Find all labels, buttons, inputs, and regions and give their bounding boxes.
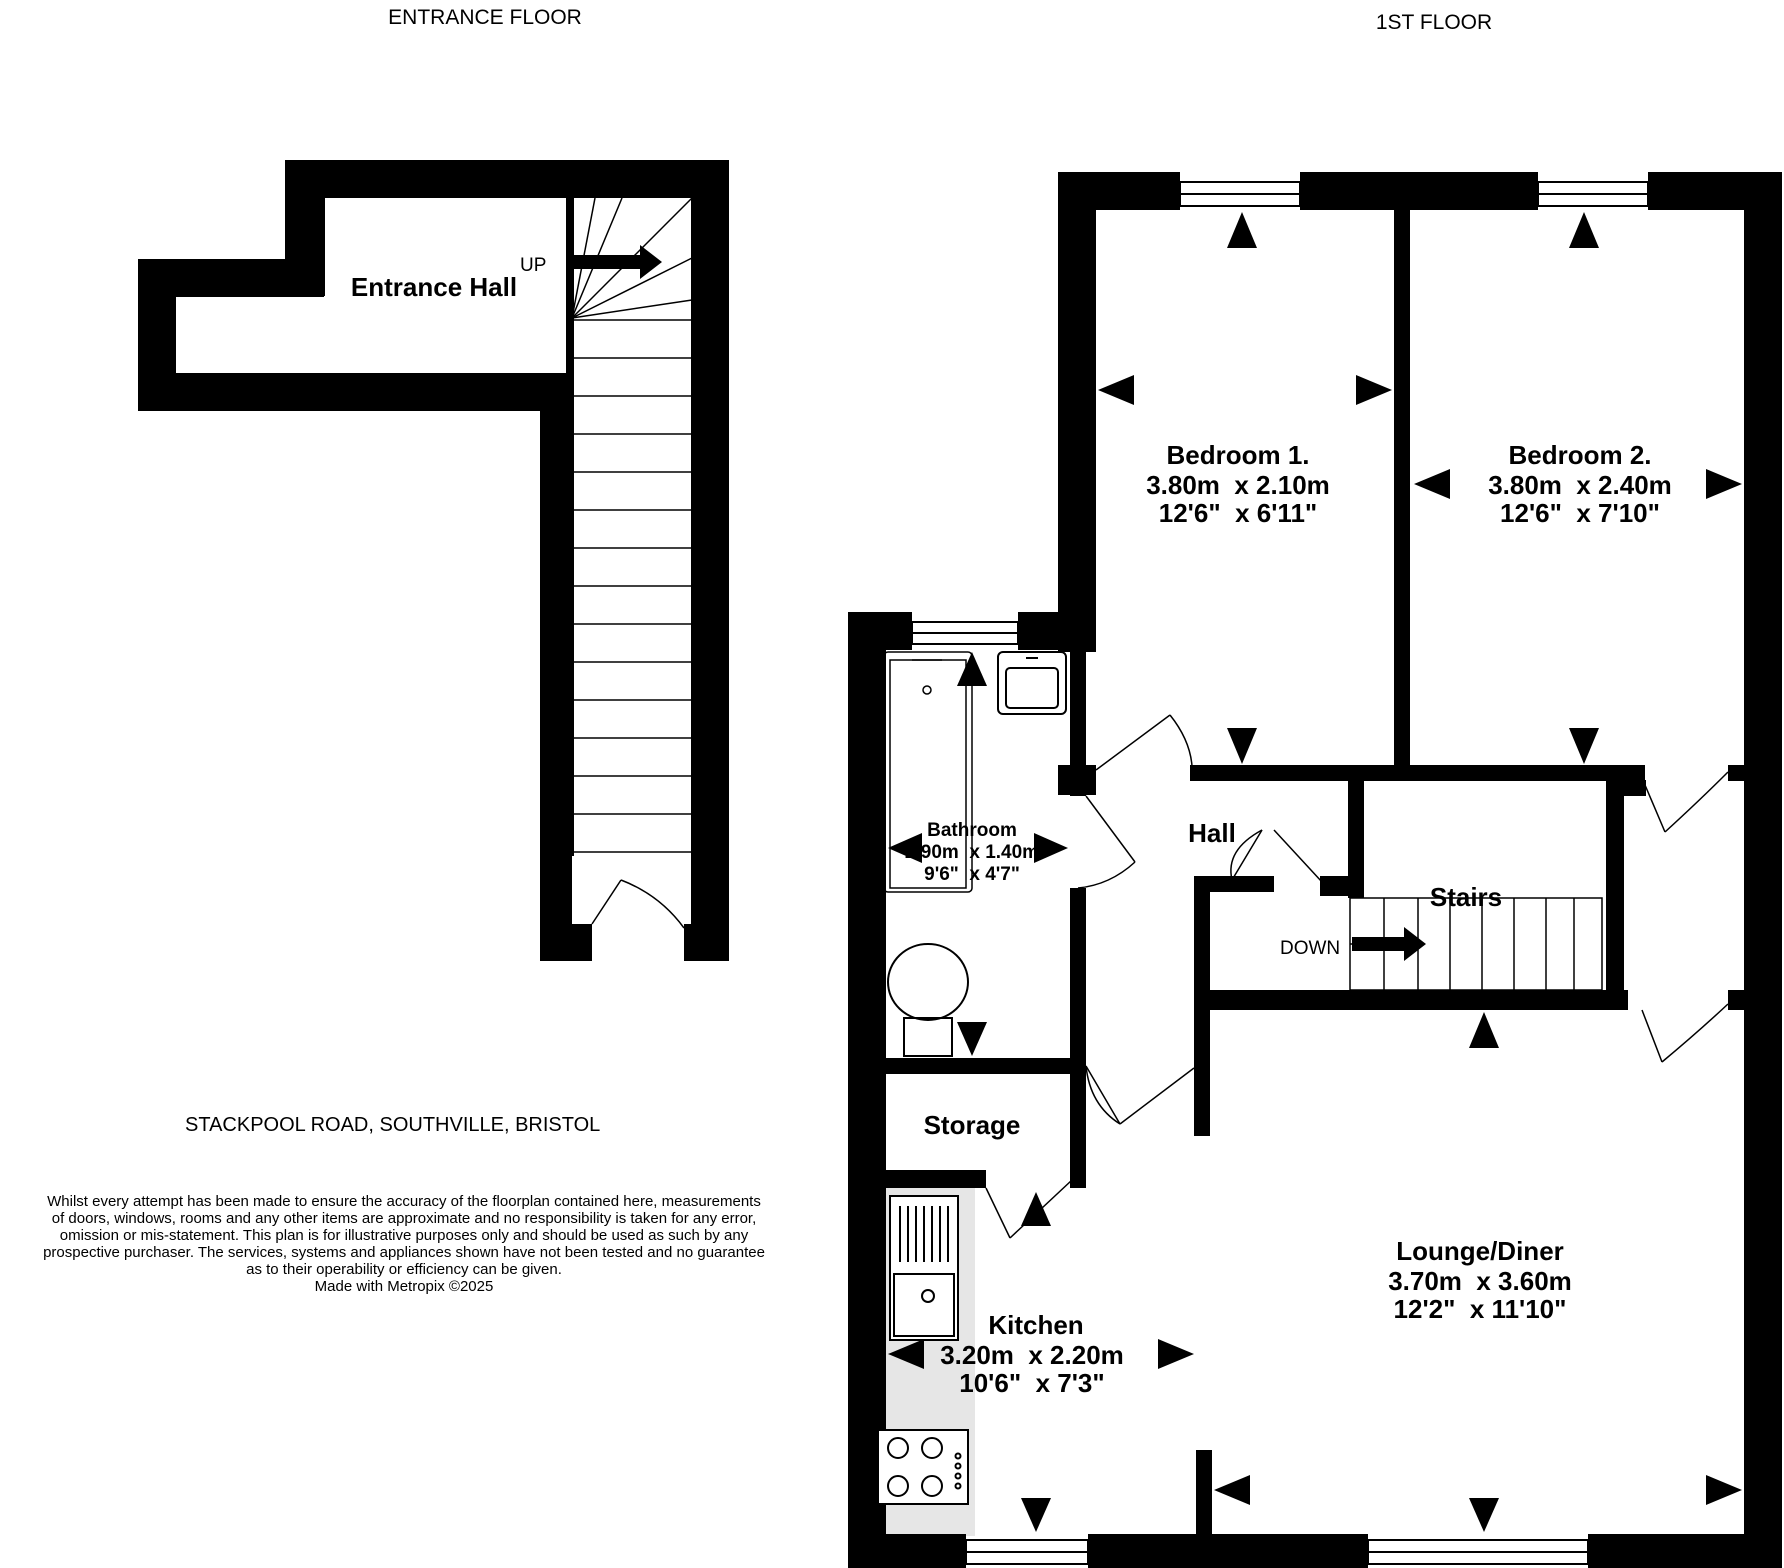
first-floor-plan: 1ST FLOOR xyxy=(848,11,1782,1568)
stairs-down-arrow-icon xyxy=(1352,927,1426,961)
entrance-floor-plan: ENTRANCE FLOOR xyxy=(138,6,729,961)
bath-icon xyxy=(883,651,973,893)
sink-icon xyxy=(997,651,1067,715)
room-metric: 3.80m x 2.40m xyxy=(1488,470,1672,500)
room-label-lounge-diner: Lounge/Diner 3.70m x 3.60m 12'2" x 11'10… xyxy=(1388,1236,1572,1324)
room-metric: 3.80m x 2.10m xyxy=(1146,470,1330,500)
entrance-staircase xyxy=(571,197,693,853)
disclaimer-line: of doors, windows, rooms and any other i… xyxy=(51,1210,757,1227)
room-label-kitchen: Kitchen 3.20m x 2.20m 10'6" x 7'3" xyxy=(940,1310,1124,1398)
first-floor-title: 1ST FLOOR xyxy=(1376,11,1492,34)
room-imperial: 12'6" x 6'11" xyxy=(1159,498,1317,528)
first-floor-staircase xyxy=(1349,897,1603,991)
entrance-floor-title: ENTRANCE FLOOR xyxy=(388,6,582,29)
room-name-storage: Storage xyxy=(924,1110,1021,1140)
stairs-down-label: DOWN xyxy=(1280,938,1340,959)
room-name: Bedroom 1. xyxy=(1166,440,1309,470)
room-imperial: 12'6" x 7'10" xyxy=(1500,498,1660,528)
entrance-walls xyxy=(138,160,729,961)
room-name-entrance-hall: Entrance Hall xyxy=(351,272,517,302)
disclaimer: Whilst every attempt has been made to en… xyxy=(0,1193,808,1295)
entrance-door xyxy=(591,879,685,929)
room-name: Bathroom xyxy=(927,820,1017,841)
room-name: Kitchen xyxy=(988,1310,1083,1340)
room-label-bedroom-2: Bedroom 2. 3.80m x 2.40m 12'6" x 7'10" xyxy=(1488,440,1672,528)
room-name-hall: Hall xyxy=(1188,818,1236,848)
stairs-up-arrow-icon xyxy=(572,245,662,279)
room-metric: 3.20m x 2.20m xyxy=(940,1340,1124,1370)
kitchen-sink-icon xyxy=(889,1195,959,1341)
windows xyxy=(911,181,1649,1565)
toilet-icon xyxy=(887,943,969,1057)
first-floor-walls xyxy=(848,172,1782,1568)
room-label-bedroom-1: Bedroom 1. 3.80m x 2.10m 12'6" x 6'11" xyxy=(1146,440,1330,528)
room-metric: 3.70m x 3.60m xyxy=(1388,1266,1572,1296)
disclaimer-line: as to their operability or efficiency ca… xyxy=(246,1261,562,1278)
room-name: Lounge/Diner xyxy=(1396,1236,1564,1266)
disclaimer-line: omission or mis-statement. This plan is … xyxy=(59,1227,749,1244)
disclaimer-line: Whilst every attempt has been made to en… xyxy=(47,1193,761,1210)
room-name: Bedroom 2. xyxy=(1508,440,1651,470)
doors xyxy=(985,714,1729,1239)
room-imperial: 9'6" x 4'7" xyxy=(924,864,1020,885)
measurement-arrows xyxy=(888,212,1742,1532)
room-imperial: 12'2" x 11'10" xyxy=(1394,1294,1567,1324)
room-label-bathroom: Bathroom 2.90m x 1.40m 9'6" x 4'7" xyxy=(905,820,1039,885)
property-address: STACKPOOL ROAD, SOUTHVILLE, BRISTOL xyxy=(185,1114,601,1136)
room-metric: 2.90m x 1.40m xyxy=(905,842,1039,863)
room-name-stairs: Stairs xyxy=(1430,882,1502,912)
stairs-up-label: UP xyxy=(520,255,546,276)
credit: Made with Metropix ©2025 xyxy=(314,1278,494,1295)
hob-icon xyxy=(877,1429,969,1505)
disclaimer-line: prospective purchaser. The services, sys… xyxy=(43,1244,765,1261)
room-imperial: 10'6" x 7'3" xyxy=(959,1368,1104,1398)
